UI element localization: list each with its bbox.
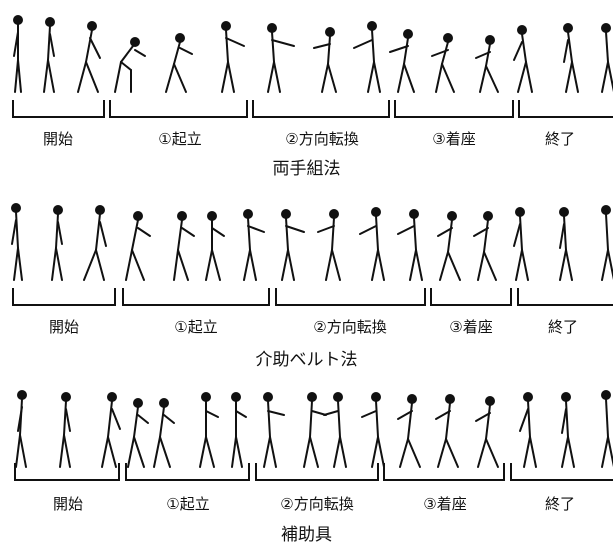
stick-figure: [601, 23, 613, 93]
stick-figure: [15, 390, 27, 468]
phase-label-start: 開始: [48, 318, 79, 336]
stick-figure: [475, 396, 499, 468]
stick-figure: [317, 209, 341, 281]
stick-figure: [397, 209, 423, 281]
stick-figure: [601, 390, 613, 468]
stick-figure: [51, 205, 63, 281]
stick-figure: [473, 211, 497, 281]
stick-figure: [127, 398, 149, 468]
phase-bracket-start: [12, 288, 116, 306]
phase-label-stand: ①起立: [166, 495, 210, 513]
stick-figure: [199, 392, 219, 468]
phase-bracket-sit: [430, 288, 512, 306]
phase-label-stand: ①起立: [174, 318, 218, 336]
stick-figure: [313, 27, 337, 93]
stick-figure: [561, 392, 575, 468]
phase-label-sit: ③着座: [449, 318, 493, 336]
stick-figure: [153, 398, 175, 468]
diagram-two-hands: 開始 ①起立 ②方向転換 ③着座 終了 両手組法: [0, 8, 613, 188]
diagram-title: 両手組法: [272, 159, 341, 179]
phase-bracket-stand: [122, 288, 270, 306]
diagram-assistive-device: 開始 ①起立 ②方向転換 ③着座 終了 補助具: [0, 383, 613, 547]
stick-figure: [563, 23, 579, 93]
phase-label-end: 終了: [544, 495, 575, 513]
phase-label-start: 開始: [52, 495, 83, 513]
stick-figures-row-2: [11, 203, 613, 281]
phase-bracket-turn: [275, 288, 426, 306]
stick-figure: [475, 35, 499, 93]
stick-figure: [267, 23, 295, 93]
stick-figure: [263, 392, 285, 468]
stick-figure: [83, 205, 107, 281]
phase-label-turn: ②方向転換: [285, 130, 359, 148]
phase-bracket-turn: [255, 463, 379, 481]
stick-figure: [205, 211, 225, 281]
stick-figure: [353, 21, 381, 93]
stick-figure: [513, 207, 529, 281]
stick-figure: [361, 392, 385, 468]
phase-label-end: 終了: [544, 130, 575, 148]
stick-figure: [114, 37, 146, 93]
stick-figure: [11, 203, 23, 281]
stick-figure: [559, 207, 573, 281]
stick-figure: [43, 17, 55, 93]
phase-bracket-end: [518, 100, 613, 118]
stick-figure: [519, 392, 537, 468]
diagram-title: 補助具: [281, 525, 332, 545]
phase-bracket-stand: [109, 100, 248, 118]
phase-bracket-start: [12, 100, 105, 118]
diagram-title: 介助ベルト法: [255, 350, 358, 370]
stick-figures-row-3: [15, 390, 613, 468]
stick-figure: [431, 33, 455, 93]
stick-figure: [359, 207, 385, 281]
stick-figure: [303, 392, 327, 468]
stick-figure: [165, 33, 193, 93]
phase-bracket-turn: [252, 100, 390, 118]
stick-figure: [221, 21, 245, 93]
phase-label-end: 終了: [547, 318, 578, 336]
stick-figure: [513, 25, 533, 93]
phase-bracket-sit: [383, 463, 505, 481]
stick-figure: [437, 211, 461, 281]
stick-figure: [323, 392, 347, 468]
stick-figure: [397, 394, 421, 468]
stick-figures-row-1: [13, 15, 613, 93]
phase-bracket-start: [14, 463, 120, 481]
stick-figure: [601, 205, 613, 281]
stick-figure: [389, 29, 415, 93]
phase-bracket-end: [510, 463, 613, 481]
phase-label-turn: ②方向転換: [313, 318, 387, 336]
phase-label-start: 開始: [42, 130, 73, 148]
diagram-assist-belt: 開始 ①起立 ②方向転換 ③着座 終了 介助ベルト法: [0, 196, 613, 376]
stick-figure: [281, 209, 305, 281]
phase-label-stand: ①起立: [158, 130, 202, 148]
phase-label-sit: ③着座: [432, 130, 476, 148]
stick-figure: [77, 21, 101, 93]
stick-figure: [101, 392, 121, 468]
stick-figure: [125, 211, 151, 281]
stick-figure: [435, 394, 459, 468]
phase-label-turn: ②方向転換: [280, 495, 354, 513]
stick-figure: [173, 211, 195, 281]
phase-bracket-sit: [394, 100, 514, 118]
stick-figure: [13, 15, 23, 93]
stick-figure: [243, 209, 265, 281]
stick-figure: [59, 392, 71, 468]
phase-bracket-end: [517, 288, 613, 306]
stick-figure: [231, 392, 247, 468]
phase-bracket-stand: [125, 463, 250, 481]
phase-label-sit: ③着座: [423, 495, 467, 513]
